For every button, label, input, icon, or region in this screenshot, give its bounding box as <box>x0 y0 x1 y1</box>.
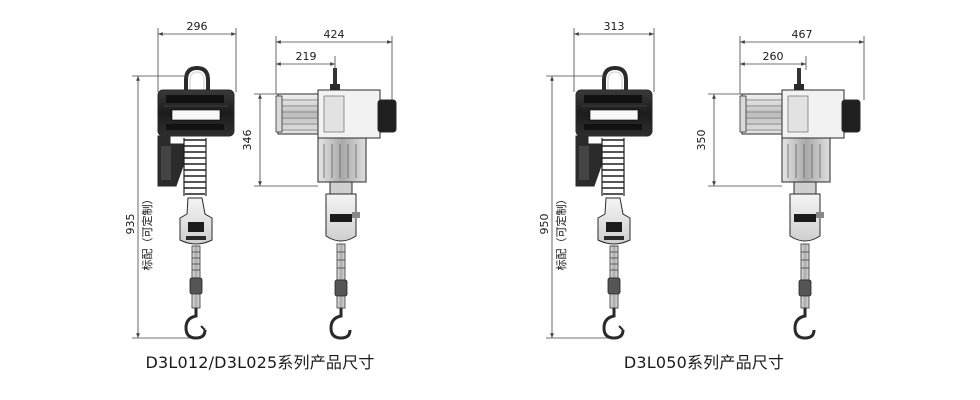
dimension-label-width-side: 424 <box>324 28 345 41</box>
standard-customizable-note: 标配（可定制） <box>140 194 154 271</box>
hoist-front-view-illustration <box>156 66 236 340</box>
dimension-height-body: 346 <box>241 93 318 187</box>
hoist-side-view-illustration <box>274 66 398 340</box>
dimension-offset-side: 219 <box>276 50 336 70</box>
dimension-width-front: 296 <box>157 20 237 92</box>
dimension-label-height-total: 935 <box>124 214 137 235</box>
dimension-height-total: 950 标配（可定制） <box>538 75 608 339</box>
dimension-label-offset-side: 219 <box>296 50 317 63</box>
dimension-height-total: 935 标配（可定制） <box>124 75 190 339</box>
dimension-label-width-side: 467 <box>792 28 813 41</box>
group-caption: D3L050系列产品尺寸 <box>624 353 784 372</box>
dimension-label-width-front: 296 <box>187 20 208 33</box>
dimension-label-height-total: 950 <box>538 214 551 235</box>
dimension-label-height-body: 350 <box>695 130 708 151</box>
dimension-width-side: 424 <box>275 28 393 100</box>
dimension-label-height-body: 346 <box>241 130 254 151</box>
hoist-front-view-illustration <box>574 66 654 340</box>
dimension-height-body: 350 <box>695 93 782 187</box>
standard-customizable-note: 标配（可定制） <box>554 194 568 271</box>
group-caption: D3L012/D3L025系列产品尺寸 <box>145 353 374 372</box>
dimension-offset-side: 260 <box>740 50 807 70</box>
dimension-width-front: 313 <box>573 20 655 92</box>
dimension-label-offset-side: 260 <box>763 50 784 63</box>
dimension-label-width-front: 313 <box>604 20 625 33</box>
product-group-d3l050: 313 467 260 350 950 标配（可定制） <box>538 20 865 372</box>
product-group-d3l012-d3l025: 296 424 219 346 935 标配（可定制） <box>124 20 398 372</box>
hoist-side-view-illustration <box>738 66 862 340</box>
